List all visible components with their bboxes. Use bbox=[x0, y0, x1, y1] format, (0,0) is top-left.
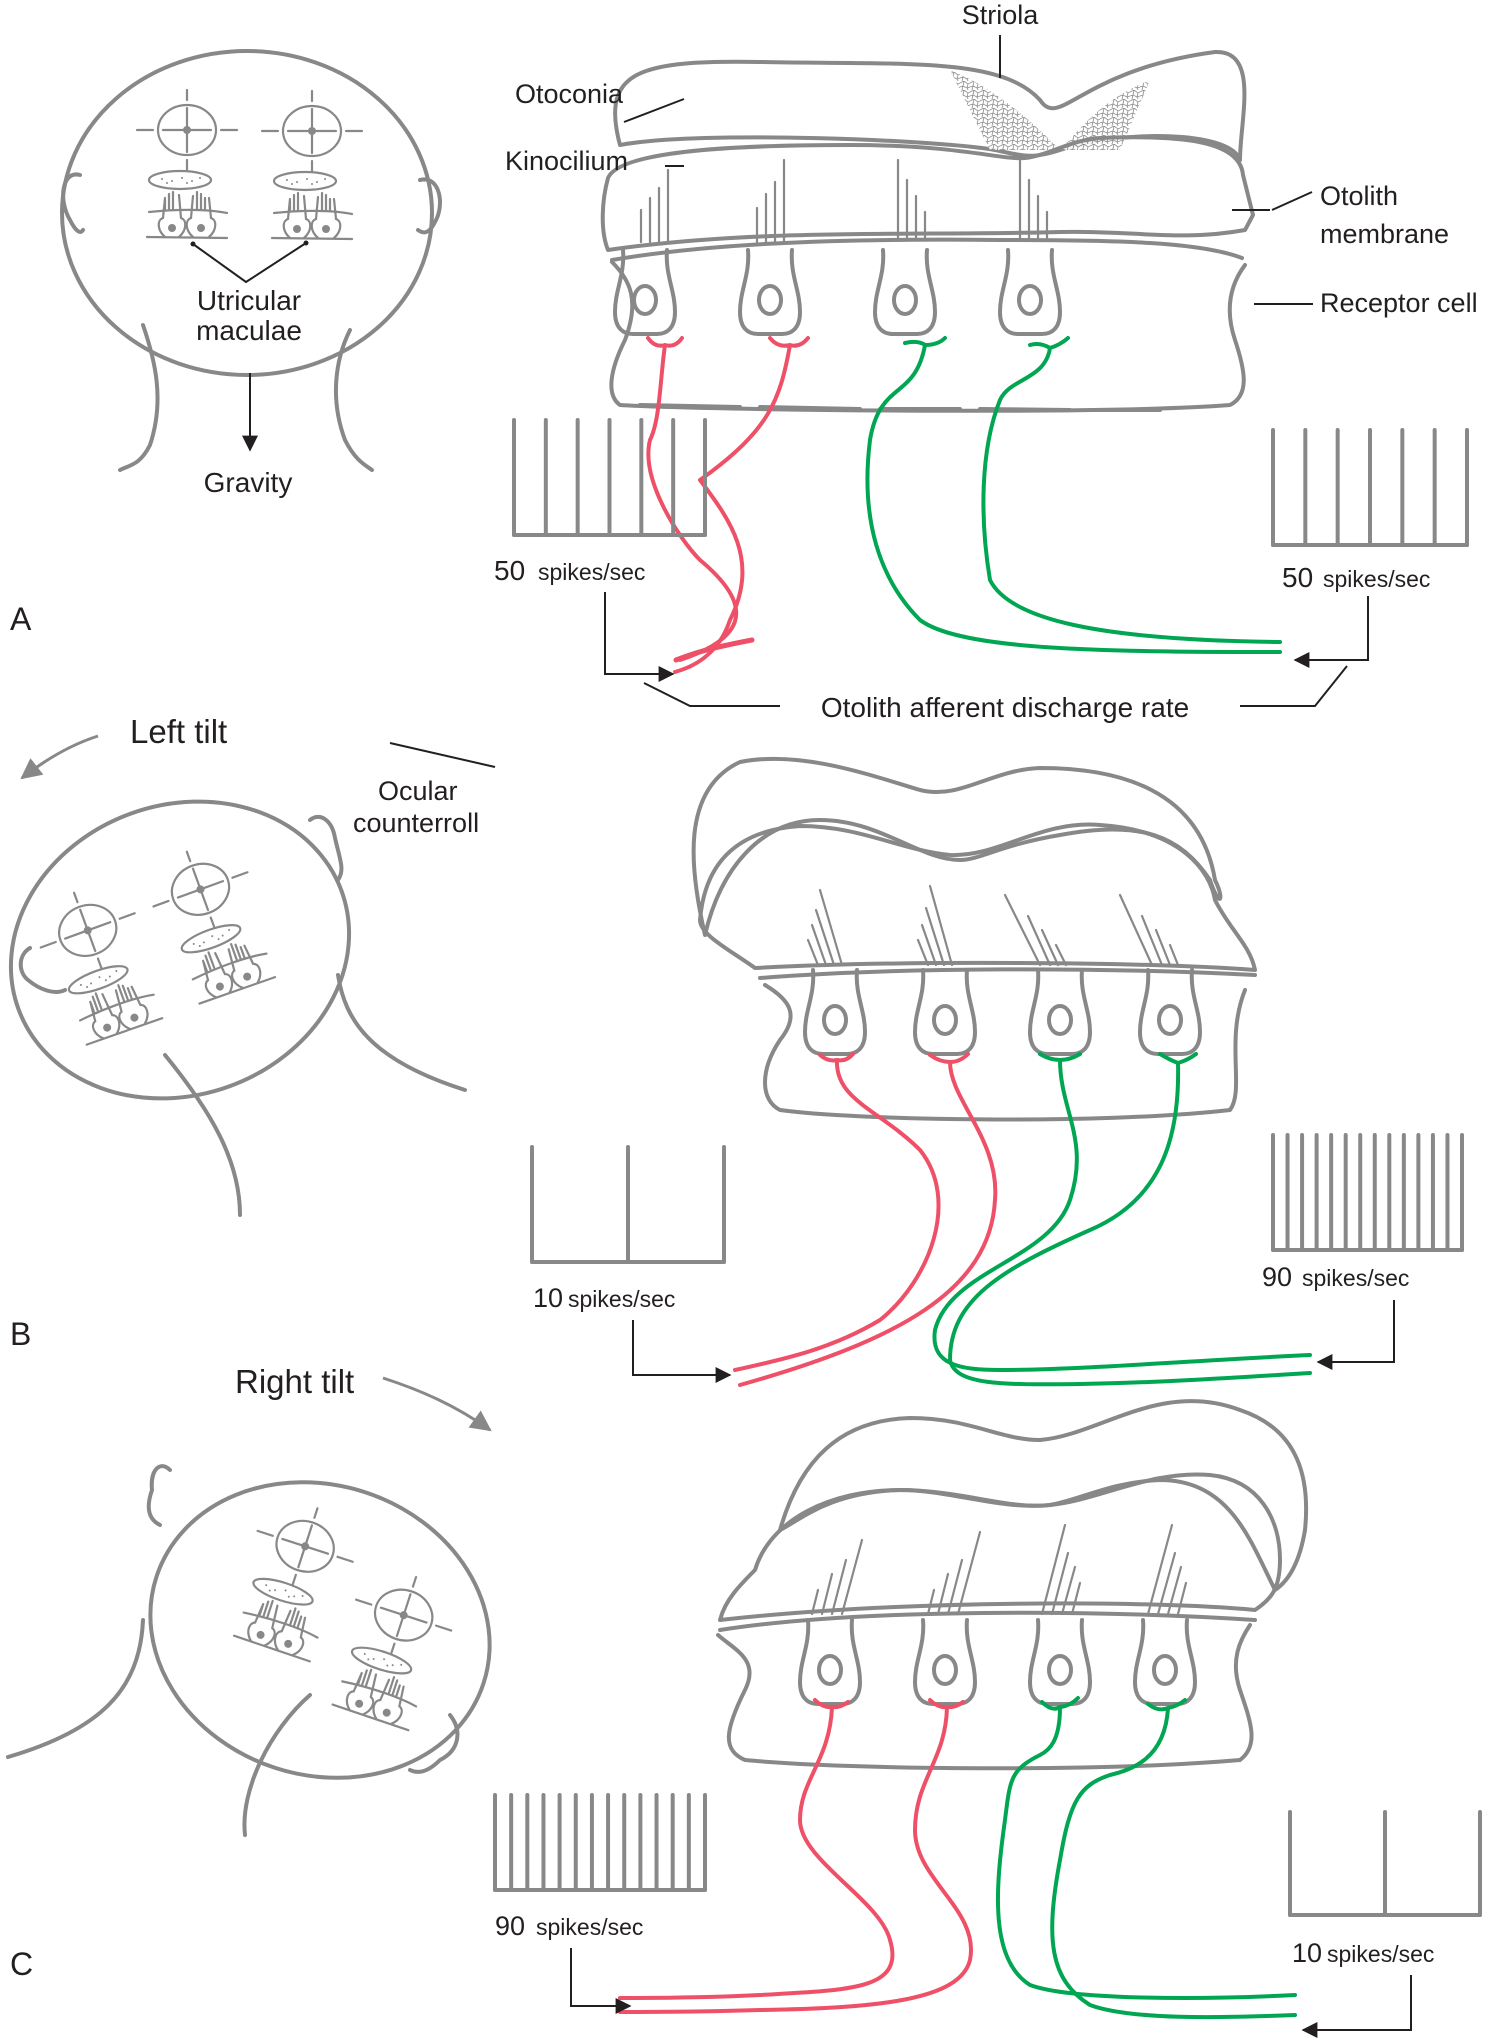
spike-train-a-left bbox=[512, 418, 707, 537]
right-ear bbox=[416, 177, 442, 235]
otoconia-layer bbox=[778, 1399, 1309, 1592]
rate-c-right-unit: spikes/sec bbox=[1327, 1941, 1434, 1967]
head-upright bbox=[60, 49, 442, 472]
macula-base bbox=[716, 1623, 1254, 1771]
otoconia-layer bbox=[691, 756, 1223, 937]
neck-right bbox=[334, 328, 374, 472]
head-outline bbox=[60, 49, 434, 377]
afferent-fibers-c bbox=[618, 1696, 1297, 2020]
head-left-tilt bbox=[8, 799, 352, 1101]
rate-b-left-unit: spikes/sec bbox=[568, 1286, 675, 1312]
ocular-counterroll-line1: Ocular bbox=[378, 776, 458, 806]
neck-left bbox=[118, 323, 160, 472]
utricular-label-line1: Utricular bbox=[197, 285, 301, 316]
rate-c-right-arrow bbox=[1301, 1975, 1412, 2038]
otolith-membrane-label-line1: Otolith bbox=[1320, 181, 1398, 211]
panel-b: Left tilt Ocular counterroll B bbox=[8, 713, 1464, 1387]
spike-train-b-left bbox=[530, 1145, 726, 1264]
rate-b-left-arrow bbox=[632, 1320, 732, 1383]
gravity-label: Gravity bbox=[204, 467, 293, 498]
afferent-fibers-a bbox=[646, 336, 1282, 674]
afferent-fibers-b bbox=[733, 1052, 1312, 1387]
rate-c-left-arrow bbox=[570, 1948, 632, 2014]
right-utricular-macula bbox=[260, 89, 364, 241]
otoconia-layer bbox=[613, 49, 1247, 162]
hair-cells-c bbox=[798, 1523, 1197, 1706]
head-right-tilt bbox=[148, 1480, 492, 1780]
otolith-organ-c bbox=[716, 1399, 1309, 1771]
spike-train-b-right bbox=[1271, 1133, 1464, 1252]
panel-letter-a: A bbox=[10, 601, 32, 637]
rate-a-left-arrow bbox=[604, 592, 675, 682]
otoconia-label: Otoconia bbox=[515, 79, 624, 109]
utricular-label-line2: maculae bbox=[196, 315, 302, 346]
otolith-membrane bbox=[698, 822, 1257, 972]
ocular-counterroll-line2: counterroll bbox=[353, 808, 479, 838]
rate-a-left-unit: spikes/sec bbox=[538, 559, 645, 585]
rate-b-right-arrow bbox=[1316, 1300, 1395, 1370]
discharge-rate-label: Otolith afferent discharge rate bbox=[821, 692, 1189, 723]
rate-a-right-arrow bbox=[1293, 596, 1369, 668]
left-ear bbox=[61, 172, 85, 234]
spike-train-c-right bbox=[1288, 1810, 1482, 1917]
hair-cells-a bbox=[613, 158, 1062, 336]
left-utricular-macula bbox=[135, 88, 239, 240]
left-tilt-label: Left tilt bbox=[130, 713, 227, 750]
maculae-leader bbox=[192, 242, 307, 284]
rate-a-left-value: 50 bbox=[494, 555, 525, 586]
otolith-organ-a bbox=[600, 49, 1255, 413]
spike-train-c-left bbox=[493, 1793, 707, 1892]
rate-b-right-unit: spikes/sec bbox=[1302, 1265, 1409, 1291]
right-tilt-label: Right tilt bbox=[235, 1363, 354, 1400]
rate-a-right-unit: spikes/sec bbox=[1323, 566, 1430, 592]
panel-letter-b: B bbox=[10, 1316, 31, 1352]
rate-b-right-value: 90 bbox=[1262, 1262, 1292, 1292]
hair-cells-b bbox=[803, 884, 1202, 1056]
panel-letter-c: C bbox=[10, 1946, 33, 1982]
otolith-organ-b bbox=[691, 756, 1257, 1122]
right-tilt-arrow bbox=[382, 1376, 492, 1432]
rate-c-right-value: 10 bbox=[1292, 1938, 1322, 1968]
otolith-membrane-leader bbox=[1271, 191, 1313, 211]
receptor-cell-label: Receptor cell bbox=[1320, 288, 1478, 318]
otolith-membrane-label-line2: membrane bbox=[1320, 219, 1449, 249]
otoconia-leader bbox=[623, 98, 685, 123]
rate-b-left-value: 10 bbox=[533, 1283, 563, 1313]
rate-c-left-unit: spikes/sec bbox=[536, 1914, 643, 1940]
rate-c-left-value: 90 bbox=[495, 1911, 525, 1941]
rate-a-right-value: 50 bbox=[1282, 562, 1313, 593]
otolith-membrane bbox=[600, 135, 1255, 252]
striola-label: Striola bbox=[962, 0, 1040, 30]
panel-a: Utricular maculae Gravity A bbox=[10, 0, 1478, 723]
macula-base bbox=[609, 260, 1247, 413]
left-tilt-arrow bbox=[20, 734, 99, 780]
otolith-membrane bbox=[718, 1472, 1282, 1622]
panel-c: Right tilt C bbox=[6, 1363, 1482, 2038]
kinocilium-label: Kinocilium bbox=[505, 146, 628, 176]
spike-train-a-right bbox=[1271, 428, 1469, 547]
